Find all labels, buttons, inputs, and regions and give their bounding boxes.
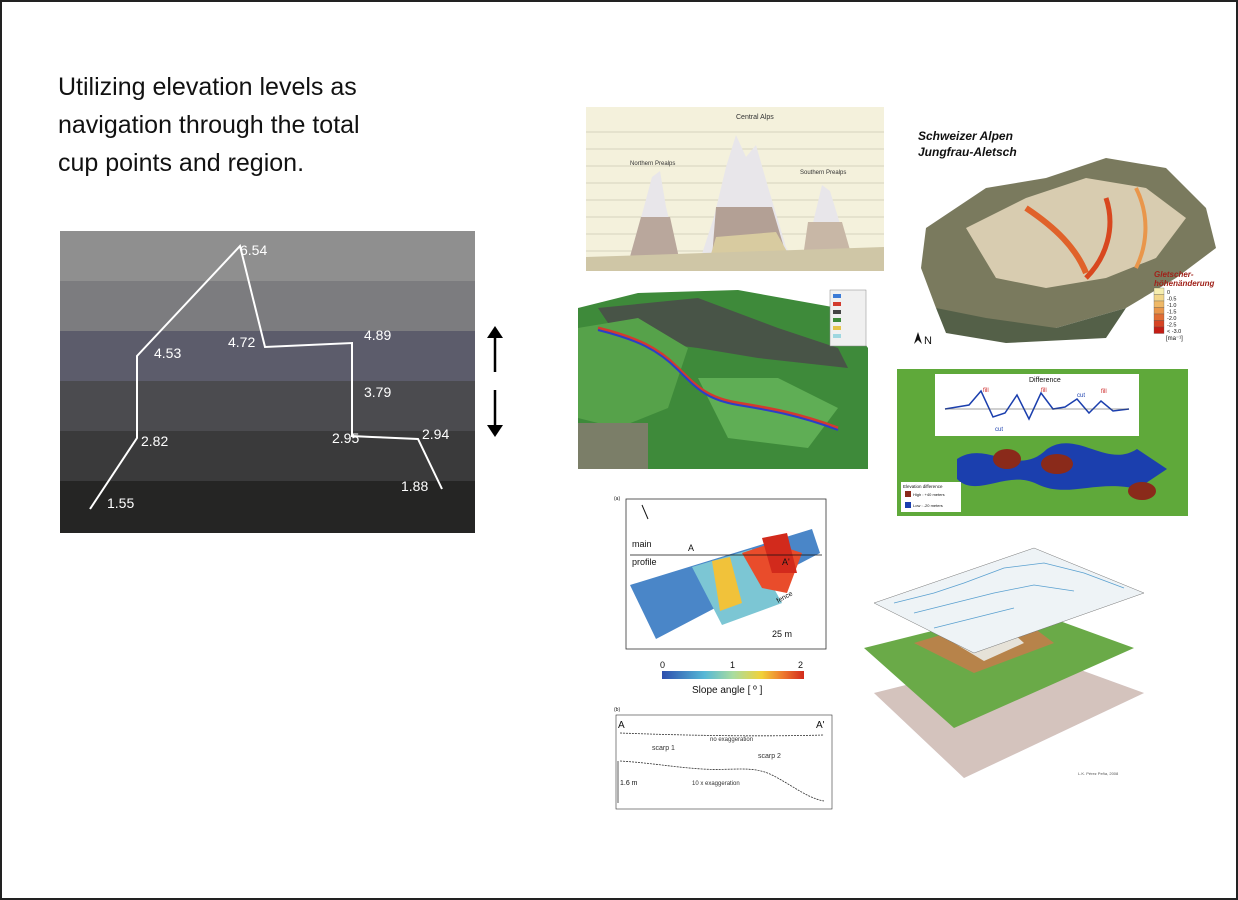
colorbar-tick-2: 2 xyxy=(798,660,803,670)
jungfrau-north-label: N xyxy=(924,335,932,347)
up-down-arrows-icon[interactable] xyxy=(482,326,508,438)
colorbar-label: Slope angle [ º ] xyxy=(692,685,763,696)
elevation-bands xyxy=(60,231,475,533)
legend-swatch xyxy=(1153,326,1165,334)
legend-swatch xyxy=(1153,320,1165,328)
fill-label-2: fill xyxy=(1041,388,1047,394)
legend-value: -1.0 xyxy=(1167,303,1176,309)
layered-map-credit: L.K. Pérez Peña, 2008 xyxy=(1078,771,1119,776)
elevation-label: 2.82 xyxy=(141,433,168,449)
elevation-label: 3.79 xyxy=(364,384,391,400)
jungfrau-aletsch-map-image: Schweizer Alpen Jungfrau-Aletsch Gletsch… xyxy=(906,118,1224,348)
elevation-band xyxy=(60,481,475,533)
legend-value: -2.5 xyxy=(1167,323,1176,329)
jungfrau-legend: 0-0.5-1.0-1.5-2.0-2.5< -3.0 xyxy=(1153,287,1181,335)
point-a-prime-label: A' xyxy=(782,557,790,567)
cut-label-1: cut xyxy=(995,427,1003,433)
legend-value: -2.0 xyxy=(1167,316,1176,322)
panel-b-label: (b) xyxy=(614,707,620,713)
scarp-2-label: scarp 2 xyxy=(758,753,781,760)
difference-title: Difference xyxy=(1029,377,1061,384)
elevation-diff-legend-low: Low : -20 meters xyxy=(913,503,943,508)
heading-line-2: navigation through the total xyxy=(58,111,360,139)
elevation-label: 4.53 xyxy=(154,345,181,361)
scale-label: 25 m xyxy=(772,629,792,639)
section-point-a: A xyxy=(618,720,625,731)
point-a-label: A xyxy=(688,543,694,553)
heading-line-1: Utilizing elevation levels as xyxy=(58,73,357,101)
north-arrow-icon xyxy=(914,332,922,344)
scarp-1-label: scarp 1 xyxy=(652,745,675,752)
jungfrau-legend-title-1: Gletscher- xyxy=(1154,270,1194,279)
elevation-difference-image: Difference fill fill fill cut cut Elevat… xyxy=(897,369,1188,516)
alps-left-label: Northern Prealps xyxy=(630,161,675,167)
section-point-a-prime: A' xyxy=(816,720,825,731)
slide-heading: Utilizing elevation levels as navigation… xyxy=(58,68,438,182)
ten-exaggeration-label: 10 x exaggeration xyxy=(692,781,740,787)
elevation-band xyxy=(60,331,475,381)
no-exaggeration-label: no exaggeration xyxy=(710,737,753,743)
heading-line-3: cup points and region. xyxy=(58,149,305,177)
elevation-band xyxy=(60,231,475,281)
elevation-band xyxy=(60,381,475,431)
legend-swatch xyxy=(1153,294,1165,302)
jungfrau-title-1: Schweizer Alpen xyxy=(918,129,1013,143)
legend-value: < -3.0 xyxy=(1167,329,1181,335)
height-label: 1.6 m xyxy=(620,780,638,787)
land-cover-3d-image: 1999 xyxy=(578,288,868,469)
layered-terrain-map-image: L.K. Pérez Peña, 2008 xyxy=(854,543,1158,781)
elevation-profile-line xyxy=(89,243,443,510)
alps-title: Central Alps xyxy=(736,114,774,121)
panel-a-label: (a) xyxy=(614,496,620,502)
slope-angle-figure-image: (a) main profile A A' fence 25 m 0 1 2 S… xyxy=(612,493,838,813)
main-label: main xyxy=(632,539,652,549)
elevation-label: 4.72 xyxy=(228,334,255,350)
elevation-diff-legend-high: High : +40 meters xyxy=(913,492,945,497)
land-cover-year: 1999 xyxy=(584,294,604,304)
elevation-diff-legend-title: Elevation difference xyxy=(903,484,943,489)
cut-label-2: cut xyxy=(1077,393,1085,399)
legend-swatch xyxy=(1153,300,1165,308)
fill-label-3: fill xyxy=(1101,389,1107,395)
elevation-band xyxy=(60,281,475,331)
jungfrau-legend-unit: [ma⁻¹] xyxy=(1166,336,1183,342)
jungfrau-title-2: Jungfrau-Aletsch xyxy=(918,145,1017,159)
elevation-label: 2.95 xyxy=(332,430,359,446)
profile-label: profile xyxy=(632,557,657,567)
elevation-level-graphic: 1.55 2.82 4.53 6.54 4.72 4.89 3.79 2.95 2.94 1.88 xyxy=(60,231,475,533)
colorbar-tick-0: 0 xyxy=(660,660,665,670)
legend-value: 0 xyxy=(1167,290,1170,296)
elevation-label: 2.94 xyxy=(422,426,449,442)
legend-value: -1.5 xyxy=(1167,310,1176,316)
legend-swatch xyxy=(1153,287,1165,295)
elevation-label: 1.55 xyxy=(107,495,134,511)
jungfrau-legend-title-2: höhenänderung xyxy=(1154,279,1215,288)
legend-swatch xyxy=(1153,313,1165,321)
alps-right-label: Southern Prealps xyxy=(800,170,846,176)
elevation-label: 1.88 xyxy=(401,478,428,494)
alps-cross-section-image: Central Alps Northern Prealps Southern P… xyxy=(586,107,884,271)
fill-label-1: fill xyxy=(983,388,989,394)
elevation-labels: 1.55 2.82 4.53 6.54 4.72 4.89 3.79 2.95 2.94 1.88 xyxy=(107,242,449,511)
legend-swatch xyxy=(1153,307,1165,315)
legend-value: -0.5 xyxy=(1167,297,1176,303)
elevation-label: 4.89 xyxy=(364,327,391,343)
elevation-label: 6.54 xyxy=(240,242,267,258)
colorbar-tick-1: 1 xyxy=(730,660,735,670)
